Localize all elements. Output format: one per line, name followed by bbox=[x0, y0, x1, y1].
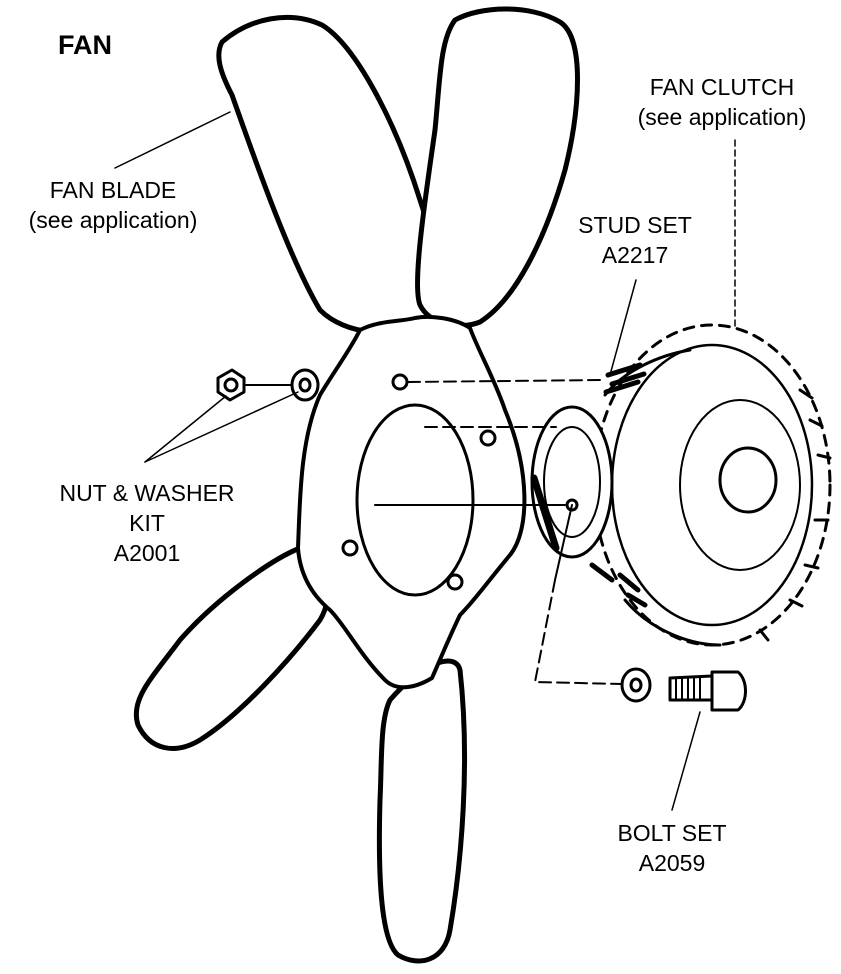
leader-bolt-set bbox=[671, 711, 701, 811]
leader-fan-blade bbox=[114, 111, 231, 169]
stud-set-label: STUD SET A2217 bbox=[561, 210, 709, 270]
leader-lines bbox=[114, 111, 736, 811]
fan-blade-bottom bbox=[376, 658, 468, 964]
bolt-set-label: BOLT SET A2059 bbox=[592, 818, 752, 878]
fan-clutch-label-line2: (see application) bbox=[637, 104, 807, 130]
fan-clutch-body bbox=[592, 323, 832, 647]
nut-washer-label-line3: A2001 bbox=[113, 540, 181, 566]
fan-blade-upper-right bbox=[415, 6, 580, 329]
bolt-set-label-line1: BOLT SET bbox=[617, 820, 727, 846]
stud-set-label-line1: STUD SET bbox=[578, 212, 692, 238]
stud-set-studs bbox=[589, 362, 648, 608]
nut-washer-label-line1: NUT & WASHER bbox=[59, 480, 235, 506]
stud-set-label-line2: A2217 bbox=[601, 242, 669, 268]
alignment-lines bbox=[374, 379, 623, 685]
nut-washer-label-line2: KIT bbox=[129, 510, 165, 536]
diagram-title: FAN bbox=[58, 30, 112, 60]
fan-blade-lower-left bbox=[133, 545, 331, 751]
fan-blade-label-line1: FAN BLADE bbox=[49, 177, 177, 203]
fan-blade-upper-left bbox=[216, 14, 442, 335]
bolt-washer-part bbox=[620, 667, 652, 703]
washer-part bbox=[290, 368, 320, 402]
fan-blade-label-line2: (see application) bbox=[28, 207, 198, 233]
fan-blade-label: FAN BLADE (see application) bbox=[0, 175, 226, 235]
nut-part bbox=[216, 368, 246, 402]
nut-washer-label: NUT & WASHER KIT A2001 bbox=[22, 478, 272, 568]
bolt-set-label-line2: A2059 bbox=[638, 850, 706, 876]
leader-stud-set bbox=[609, 279, 637, 376]
fan-clutch-label-line1: FAN CLUTCH bbox=[649, 74, 795, 100]
bolt-part bbox=[668, 670, 747, 712]
fan-clutch-mounting-flange bbox=[530, 405, 614, 559]
fan-clutch-label: FAN CLUTCH (see application) bbox=[607, 72, 837, 132]
leader-washer bbox=[144, 391, 299, 463]
blade-spider-plate bbox=[296, 314, 527, 690]
leader-nut bbox=[144, 395, 227, 463]
